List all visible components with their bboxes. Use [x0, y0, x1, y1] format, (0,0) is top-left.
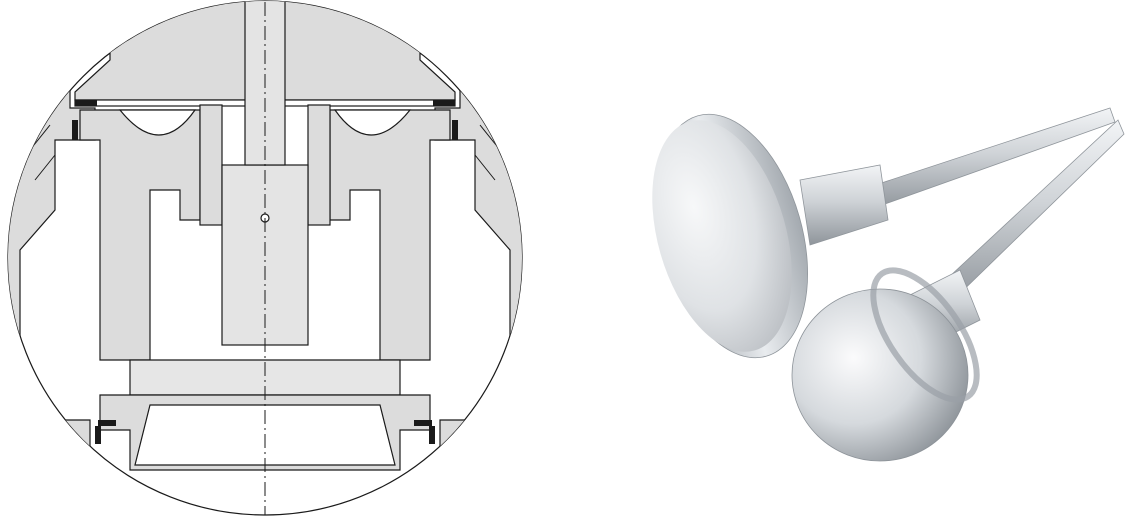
cross-section-drawing	[7, 0, 523, 516]
ball-plug-rim	[870, 267, 980, 403]
gaskets	[72, 100, 458, 444]
guide-sleeve-left	[199, 104, 223, 226]
ball-plug	[791, 288, 969, 462]
cage-scallop-left	[118, 109, 197, 136]
guide-sleeve-right	[307, 104, 331, 226]
cage-scallop-right	[333, 109, 412, 136]
disc-face	[652, 120, 792, 352]
valve-stems-photo	[652, 107, 1125, 462]
disc-stem-neck	[799, 164, 889, 246]
